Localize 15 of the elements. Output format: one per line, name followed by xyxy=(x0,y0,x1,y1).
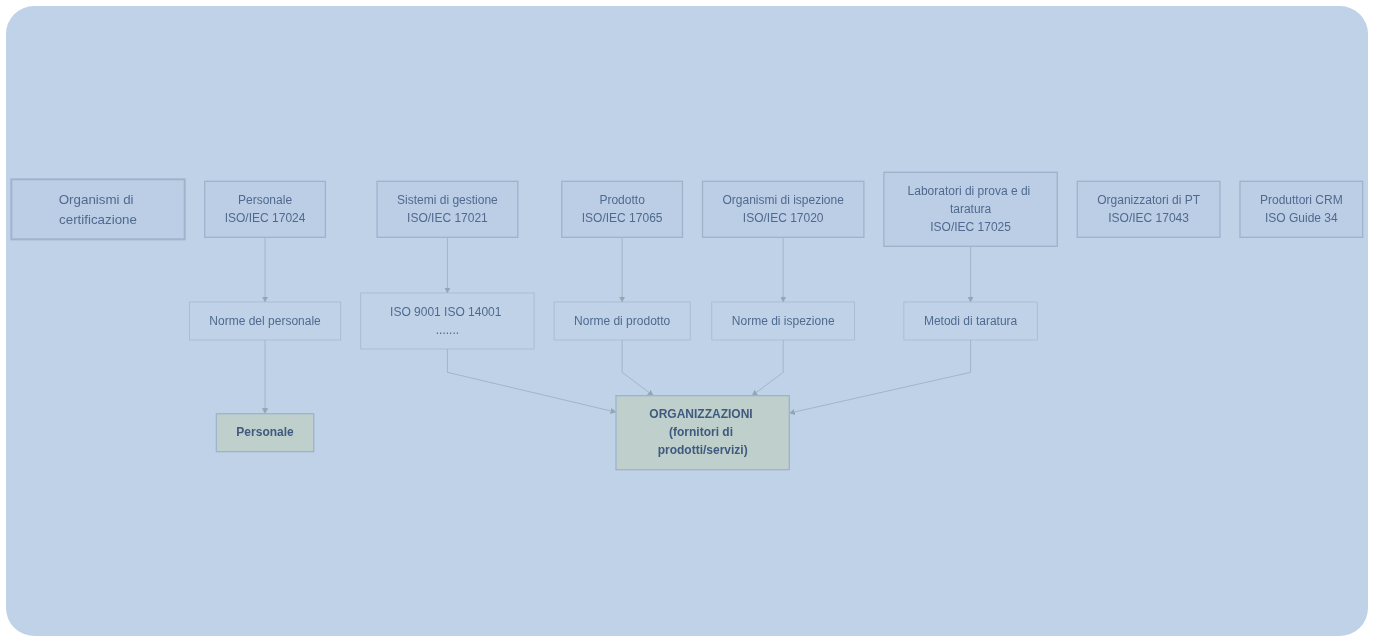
node-box: Organismi di ispezione ISO/IEC 17020 xyxy=(701,180,865,238)
node-box: Norme del personale xyxy=(189,301,342,341)
node-box: ORGANIZZAZIONI (fornitori di prodotti/servizi) xyxy=(615,395,790,471)
node-box: Personale ISO/IEC 17024 xyxy=(204,180,327,238)
node-box: ISO 9001 ISO 14001 ....... xyxy=(360,292,535,350)
node-box: Produttori CRM ISO Guide 34 xyxy=(1239,180,1364,238)
node-box: Laboratori di prova e di taratura ISO/IEC 17025 xyxy=(883,171,1058,247)
node-box: Metodi di taratura xyxy=(903,301,1038,341)
node-box: Organismi di certificazione xyxy=(10,178,186,241)
node-box: Norme di ispezione xyxy=(711,301,855,341)
node-box: Norme di prodotto xyxy=(553,301,691,341)
node-box: Personale xyxy=(215,413,315,453)
node-box: Sistemi di gestione ISO/IEC 17021 xyxy=(376,180,519,238)
node-box: Prodotto ISO/IEC 17065 xyxy=(561,180,684,238)
node-box: Organizzatori di PT ISO/IEC 17043 xyxy=(1076,180,1221,238)
